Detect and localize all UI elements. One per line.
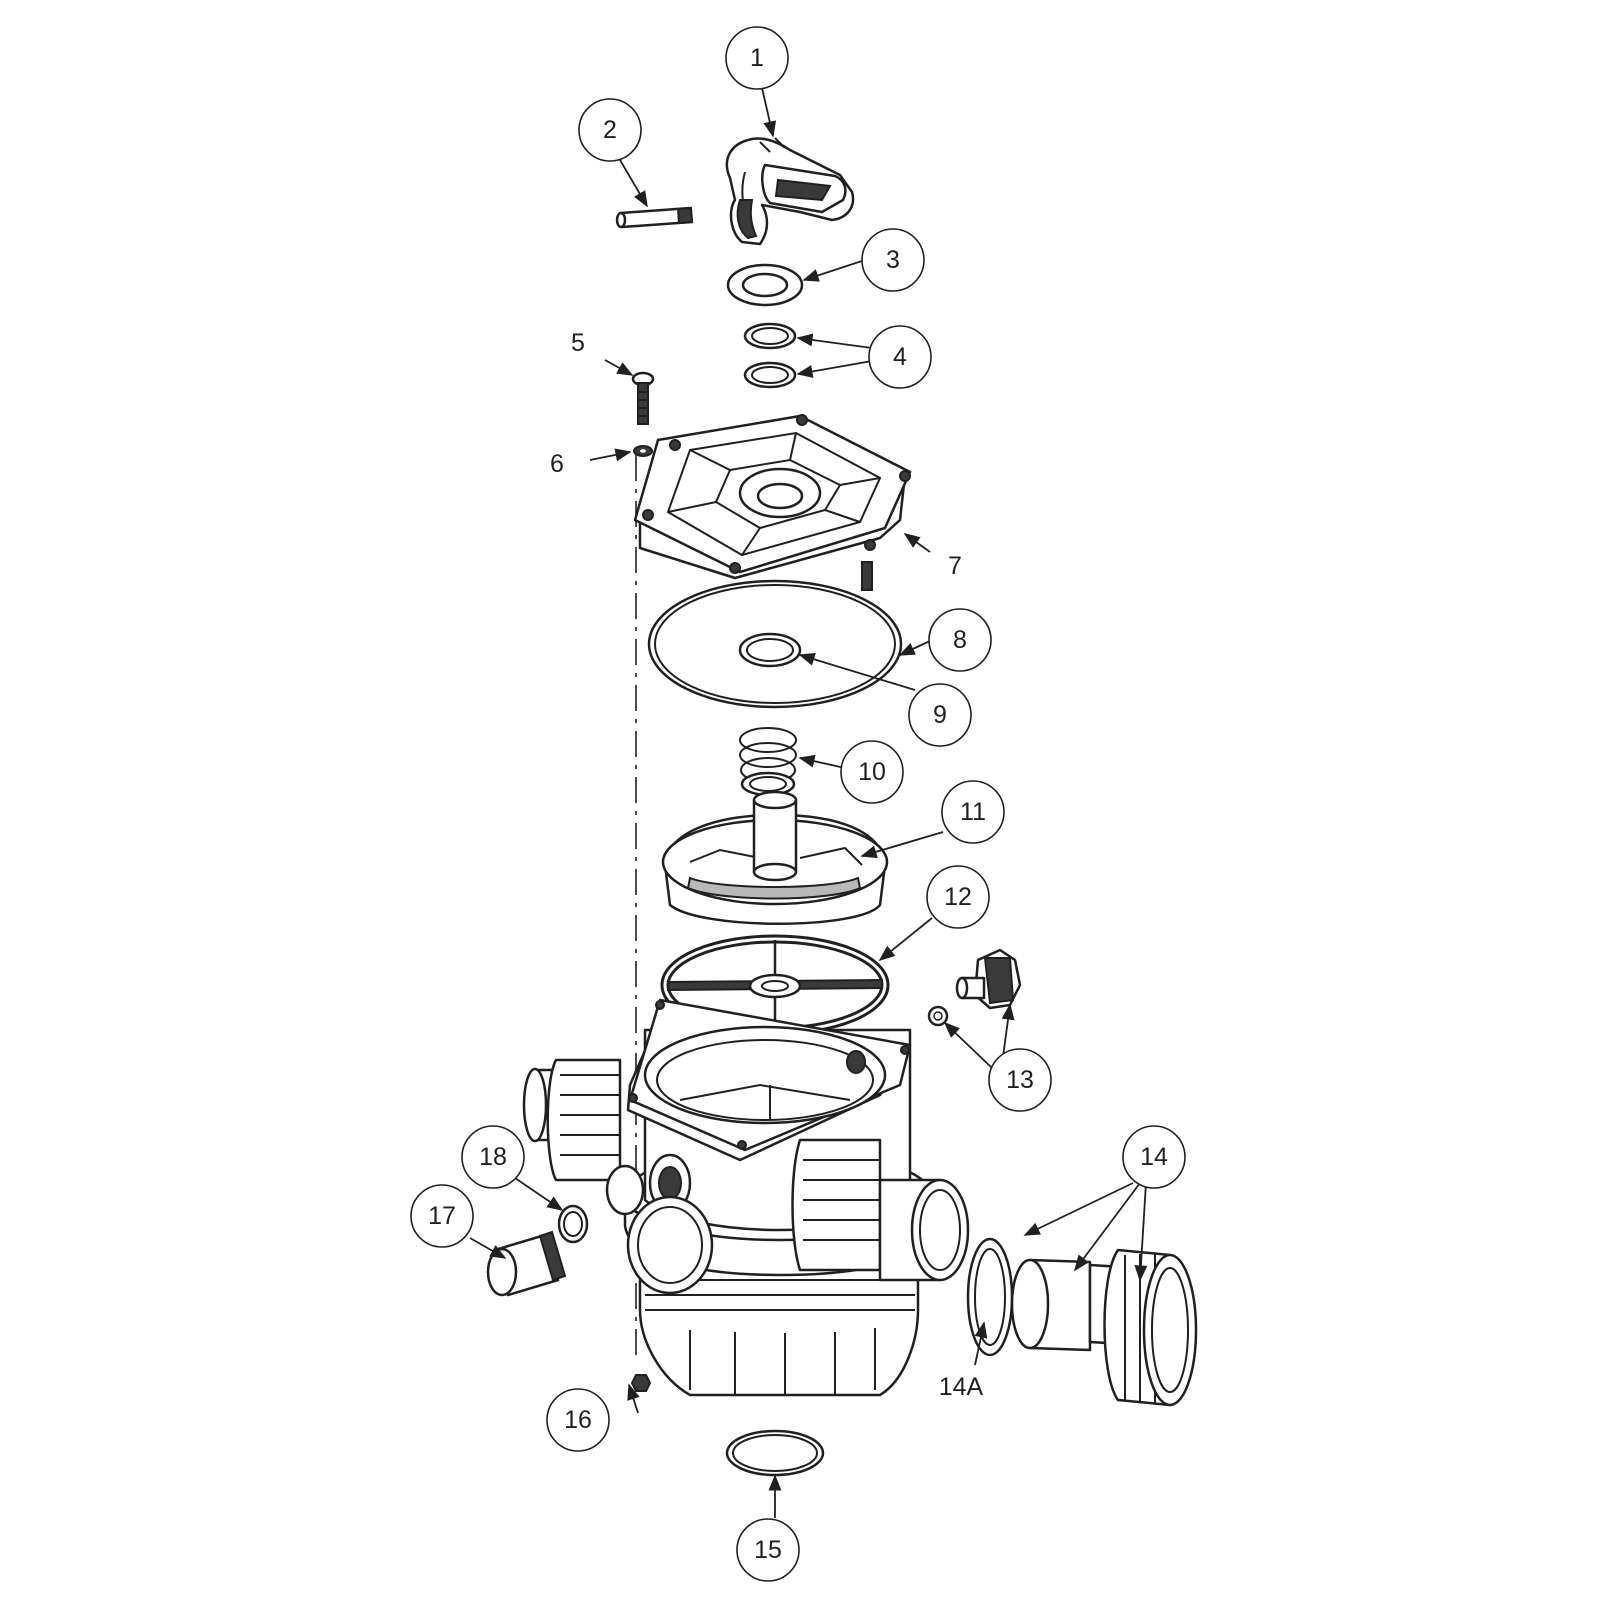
callout-label: 8 (953, 626, 967, 654)
callout-1: 1 (725, 26, 789, 90)
leader-lines (469, 87, 1148, 1518)
callout-bubble (578, 98, 642, 162)
callout-bubble (546, 1388, 610, 1452)
callout-3: 3 (861, 228, 925, 292)
part-lock-washer (633, 445, 653, 457)
callout-label: 17 (428, 1202, 456, 1230)
callout-bubble (926, 865, 990, 929)
part-union-fitting (966, 1237, 1198, 1407)
callout-label: 1 (750, 44, 764, 72)
callout-label: 6 (550, 450, 564, 478)
callout-4: 4 (868, 325, 932, 389)
callout-bubble (840, 740, 904, 804)
callout-2: 2 (578, 98, 642, 162)
part-handle (725, 137, 855, 246)
callout-17: 17 (410, 1184, 474, 1248)
callout-16: 16 (546, 1388, 610, 1452)
callout-5: 5 (571, 329, 585, 357)
part-nut (630, 1374, 652, 1392)
callout-12: 12 (926, 865, 990, 929)
callout-15: 15 (736, 1518, 800, 1582)
part-valve-cover (633, 414, 912, 613)
callout-label: 12 (944, 883, 972, 911)
callout-label: 2 (603, 116, 617, 144)
part-drain-plug (927, 948, 1022, 1027)
callout-bubble (908, 683, 972, 747)
callout-13: 13 (988, 1048, 1052, 1112)
callout-label: 5 (571, 329, 585, 357)
callout-bubble (928, 608, 992, 672)
callout-label: 3 (886, 246, 900, 274)
callout-label: 4 (893, 343, 907, 371)
callout-label: 11 (960, 798, 986, 826)
callout-label: 18 (479, 1143, 507, 1171)
callout-label: 14 (1140, 1143, 1168, 1171)
callout-label: 9 (933, 701, 947, 729)
part-o-rings (743, 322, 797, 389)
callout-14a: 14A (939, 1373, 984, 1401)
callout-9: 9 (908, 683, 972, 747)
part-washer (726, 263, 804, 307)
callout-7: 7 (948, 552, 962, 580)
callout-bubble (1122, 1125, 1186, 1189)
callout-8: 8 (928, 608, 992, 672)
callout-bubble (410, 1184, 474, 1248)
callout-bubble (861, 228, 925, 292)
callout-bubble (941, 780, 1005, 844)
part-nipple-fitting (486, 1230, 567, 1297)
part-rotor (661, 790, 889, 925)
callout-bubble (736, 1518, 800, 1582)
callout-11: 11 (941, 780, 1005, 844)
part-center-o-ring (738, 632, 802, 668)
callout-label: 13 (1006, 1066, 1034, 1094)
callout-label: 7 (948, 552, 962, 580)
callout-label: 16 (564, 1406, 592, 1434)
callout-14: 14 (1122, 1125, 1186, 1189)
callout-10: 10 (840, 740, 904, 804)
callout-18: 18 (461, 1125, 525, 1189)
callout-bubble (868, 325, 932, 389)
callout-label: 15 (754, 1536, 782, 1564)
callout-bubble (988, 1048, 1052, 1112)
callout-6: 6 (550, 450, 564, 478)
part-pin (615, 206, 694, 229)
callout-bubble (725, 26, 789, 90)
callout-bubble (461, 1125, 525, 1189)
part-valve-body (522, 998, 970, 1397)
callout-label: 14A (939, 1373, 984, 1401)
part-base-o-ring (725, 1429, 825, 1477)
callout-label: 10 (858, 758, 886, 786)
part-small-o-ring (557, 1204, 589, 1244)
part-spring (739, 727, 797, 797)
part-screw (631, 371, 655, 425)
